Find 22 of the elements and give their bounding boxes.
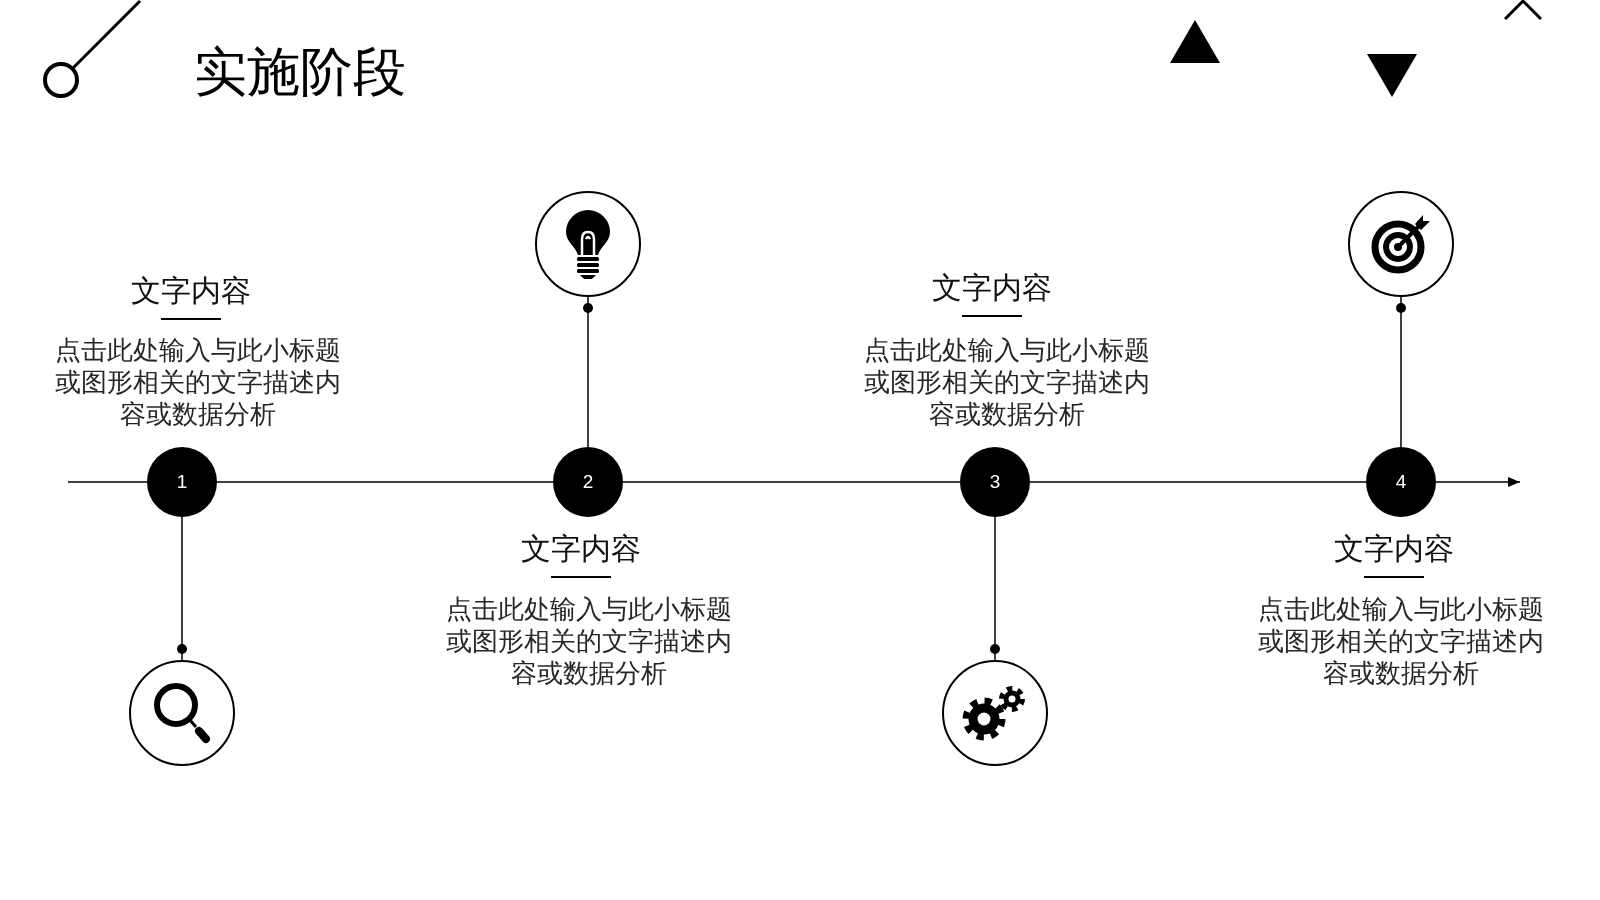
step-heading: 文字内容	[1334, 531, 1454, 567]
step-number-marker: 3	[960, 447, 1030, 517]
timeline-line	[1029, 481, 1367, 483]
step-description: 点击此处输入与此小标题或图形相关的文字描述内容或数据分析	[445, 593, 733, 689]
slide-title: 实施阶段	[194, 42, 406, 102]
step-heading: 文字内容	[932, 270, 1052, 306]
step-description: 点击此处输入与此小标题或图形相关的文字描述内容或数据分析	[54, 334, 342, 430]
step-description: 点击此处输入与此小标题或图形相关的文字描述内容或数据分析	[863, 334, 1151, 430]
step-number-marker: 2	[553, 447, 623, 517]
timeline-line	[67, 481, 148, 483]
timeline-line	[216, 481, 554, 483]
step-heading: 文字内容	[521, 531, 641, 567]
dot-connector-line	[1396, 296, 1406, 448]
dot-connector-line	[990, 516, 1000, 661]
step-number-marker: 1	[147, 447, 217, 517]
dot-connector-line	[583, 296, 593, 448]
dot-connector-line	[177, 516, 187, 661]
timeline-arrow	[1435, 477, 1521, 487]
step-heading: 文字内容	[131, 273, 251, 309]
timeline-line	[622, 481, 961, 483]
step-description: 点击此处输入与此小标题或图形相关的文字描述内容或数据分析	[1257, 593, 1545, 689]
step-number-marker: 4	[1366, 447, 1436, 517]
